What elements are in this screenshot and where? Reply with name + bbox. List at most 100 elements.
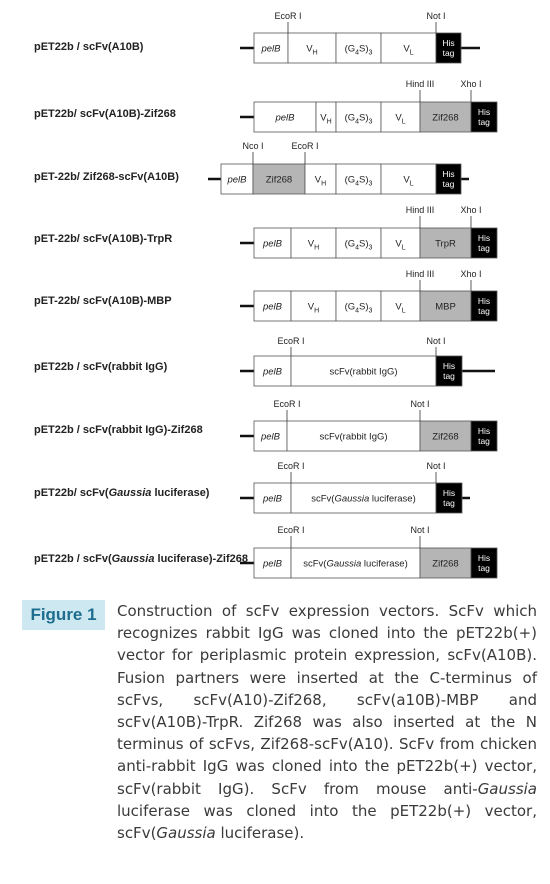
gene-segment-box: [380, 32, 437, 64]
his-tag-box: [470, 227, 498, 259]
segment-label: VH: [308, 239, 319, 252]
gene-segment-box: [419, 547, 472, 579]
restriction-site-label: Hind III: [406, 79, 435, 89]
restriction-site-label: Xho I: [460, 79, 481, 89]
gene-segment-box: [253, 290, 292, 322]
segment-label: pelB: [262, 367, 283, 378]
gene-segment-box: [252, 163, 306, 195]
segment-label: VL: [403, 44, 413, 57]
segment-label: VL: [395, 239, 405, 252]
his-tag-box: [435, 355, 463, 387]
gene-segment-box: [253, 101, 317, 133]
restriction-site-label: Not I: [426, 336, 445, 346]
gene-segment-box: [335, 290, 382, 322]
segment-label: pelB: [262, 302, 283, 313]
construct-label: pET22b / scFv(rabbit IgG)-Zif268: [34, 424, 203, 436]
caption-segment: luciferase).: [215, 824, 305, 843]
segment-label: VH: [315, 175, 326, 188]
restriction-site-label: EcoR I: [277, 336, 304, 346]
gene-segment-box: [419, 227, 472, 259]
his-tag-box: [435, 482, 463, 514]
restriction-site-label: Not I: [426, 11, 445, 21]
restriction-site-label: EcoR I: [274, 11, 301, 21]
segment-label: VL: [395, 302, 405, 315]
gene-segment-box: [220, 163, 254, 195]
caption-segment: luciferase was cloned into the pET22b(+)…: [117, 801, 537, 843]
segment-label: VH: [306, 44, 317, 57]
segment-label: (G4S)3: [345, 239, 373, 252]
segment-label: VH: [320, 113, 331, 126]
construct-label: pET22b / scFv(Gaussia luciferase)-Zif268: [34, 553, 248, 565]
construct-row: pET-22b/ scFv(A10B)-MBP pelB VH (G4S)3 VL MBP…: [34, 269, 498, 322]
gene-segment-box: [253, 420, 288, 452]
restriction-site-label: Not I: [410, 399, 429, 409]
segment-label: TrpR: [435, 239, 456, 250]
gene-segment-box: [419, 420, 472, 452]
his-tag-box: [470, 547, 498, 579]
gene-segment-box: [304, 163, 337, 195]
segment-label: pelB: [262, 239, 283, 250]
restriction-site-label: Not I: [410, 525, 429, 535]
segment-label: pelB: [274, 113, 295, 124]
segment-label: VL: [403, 175, 413, 188]
segment-label: (G4S)3: [345, 302, 373, 315]
segment-label: (G4S)3: [345, 113, 373, 126]
figure-badge: Figure 1: [22, 600, 105, 630]
his-tag-box: [435, 32, 462, 64]
segment-label: scFv(rabbit IgG): [319, 432, 387, 443]
segment-label: VL: [395, 113, 405, 126]
construct-label: pET22b / scFv(rabbit IgG): [34, 361, 168, 373]
segment-label: pelB: [262, 494, 283, 505]
restriction-site-label: EcoR I: [291, 141, 318, 151]
gene-segment-box: [290, 547, 421, 579]
construct-row: pET22b / scFv(rabbit IgG) pelB scFv(rabbit…: [34, 336, 495, 387]
construct-row: pET22b / scFv(Gaussia luciferase)-Zif268…: [34, 525, 498, 579]
restriction-site-label: Hind III: [406, 205, 435, 215]
segment-label: Zif268: [432, 559, 458, 570]
caption-text: Construction of scFv expression vectors.…: [117, 600, 537, 844]
segment-label: pelB: [260, 44, 281, 55]
segment-label: scFv(Gaussia luciferase): [303, 559, 408, 570]
restriction-site-label: Hind III: [406, 269, 435, 279]
segment-label: scFv(Gaussia luciferase): [311, 494, 416, 505]
construct-label: pET-22b/ Zif268-scFv(A10B): [34, 171, 179, 183]
restriction-site-label: EcoR I: [277, 525, 304, 535]
gene-segment-box: [419, 290, 472, 322]
his-tag-box: [470, 420, 498, 452]
segment-label: Zif268: [432, 432, 458, 443]
restriction-site-label: Nco I: [242, 141, 263, 151]
construct-label: pET-22b/ scFv(A10B)-TrpR: [34, 233, 172, 245]
restriction-site-label: EcoR I: [273, 399, 300, 409]
segment-label: VH: [308, 302, 319, 315]
gene-segment-box: [253, 547, 292, 579]
his-tag-box: [470, 101, 498, 133]
construct-label: pET22b/ scFv(A10B)-Zif268: [34, 108, 176, 120]
his-tag-box: [470, 290, 498, 322]
caption-italic: Gaussia: [156, 824, 216, 843]
caption-italic: Gaussia: [477, 779, 537, 798]
segment-label: MBP: [435, 302, 456, 313]
segment-label: scFv(rabbit IgG): [329, 367, 397, 378]
construct-label: pET-22b/ scFv(A10B)-MBP: [34, 295, 172, 307]
gene-segment-box: [380, 101, 421, 133]
construct-row: pET-22b/ scFv(A10B)-TrpR pelB VH (G4S)3 VL Tr…: [34, 205, 498, 259]
gene-segment-box: [253, 227, 292, 259]
restriction-site-label: Not I: [426, 461, 445, 471]
gene-segment-box: [290, 482, 437, 514]
gene-segment-box: [253, 482, 292, 514]
restriction-site-label: Xho I: [460, 205, 481, 215]
gene-segment-box: [335, 163, 382, 195]
